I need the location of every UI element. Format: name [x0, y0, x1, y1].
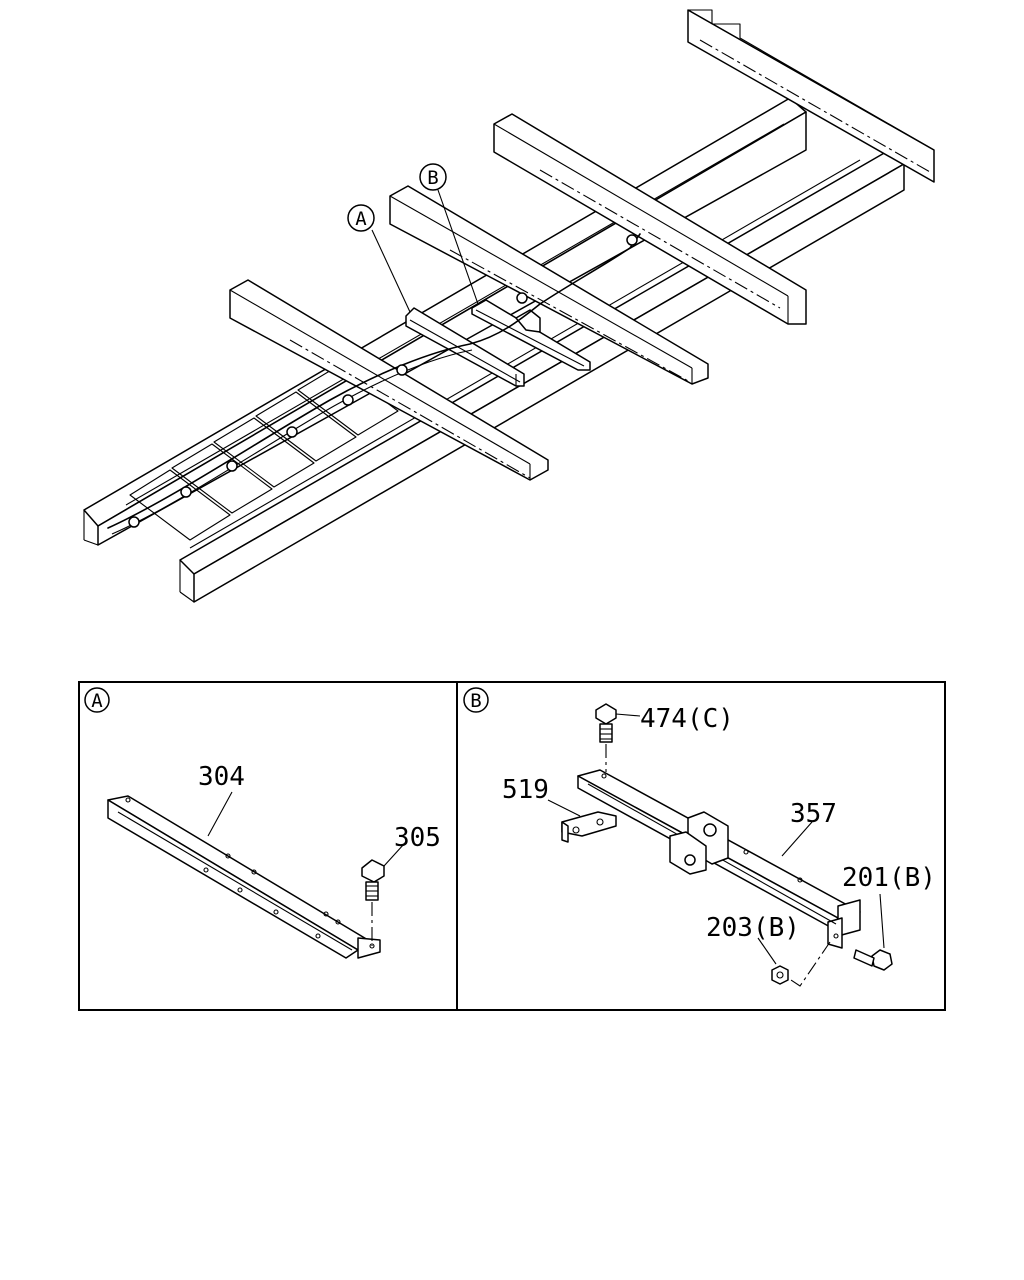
bracket-357-clamp	[669, 811, 729, 875]
callout-305: 305	[394, 823, 441, 853]
marker-b-label: B	[427, 167, 438, 189]
detail-panel-a: A 304 305	[84, 687, 441, 959]
callout-304: 304	[198, 762, 245, 792]
bolt-474	[595, 703, 617, 743]
right-side-rail	[179, 151, 905, 603]
harness-clips	[128, 234, 638, 528]
leader-474	[615, 713, 641, 717]
panel-b-marker-circle	[463, 687, 489, 713]
nut-203	[771, 965, 789, 985]
callout-474: 474(C)	[640, 704, 734, 734]
inner-rail-line	[125, 123, 785, 506]
bracket-304	[107, 795, 381, 959]
marker-a-label: A	[355, 208, 367, 230]
bracket-b-overview	[471, 299, 591, 371]
marker-a-circle	[347, 204, 375, 232]
detail-panel-frame	[78, 681, 946, 1011]
inner-rail-line	[189, 159, 861, 549]
cross-member-2	[389, 185, 709, 385]
marker-a-leader	[371, 229, 411, 313]
panel-a-marker-label: A	[91, 690, 103, 712]
rear-cross-member	[687, 9, 935, 183]
nut-203-axis	[787, 941, 831, 987]
callout-519: 519	[502, 775, 549, 805]
leader-201	[879, 893, 885, 949]
left-side-rail	[83, 97, 807, 546]
leader-203	[757, 937, 777, 965]
cross-member-1	[229, 279, 549, 481]
leader-305	[383, 843, 405, 867]
bolt-201	[853, 949, 893, 971]
cross-member-3	[493, 113, 807, 325]
wiring-harness-strand	[111, 349, 473, 535]
chassis-frame-overview: A B	[83, 9, 935, 603]
leader-304	[207, 791, 233, 837]
callout-201: 201(B)	[842, 863, 936, 893]
panel-a-marker-circle	[84, 687, 110, 713]
detail-panel-b: B 474(C)	[463, 687, 936, 987]
marker-b-leader	[437, 189, 479, 305]
callout-203: 203(B)	[706, 913, 800, 943]
wiring-harness	[107, 233, 641, 529]
floor-panels	[129, 365, 399, 541]
leader-357	[781, 821, 813, 857]
bracket-519	[561, 811, 617, 843]
leader-519	[547, 799, 581, 817]
callout-357: 357	[790, 799, 837, 829]
marker-b-circle	[419, 163, 447, 191]
bolt-305	[361, 859, 385, 901]
panel-b-marker-label: B	[470, 690, 481, 712]
